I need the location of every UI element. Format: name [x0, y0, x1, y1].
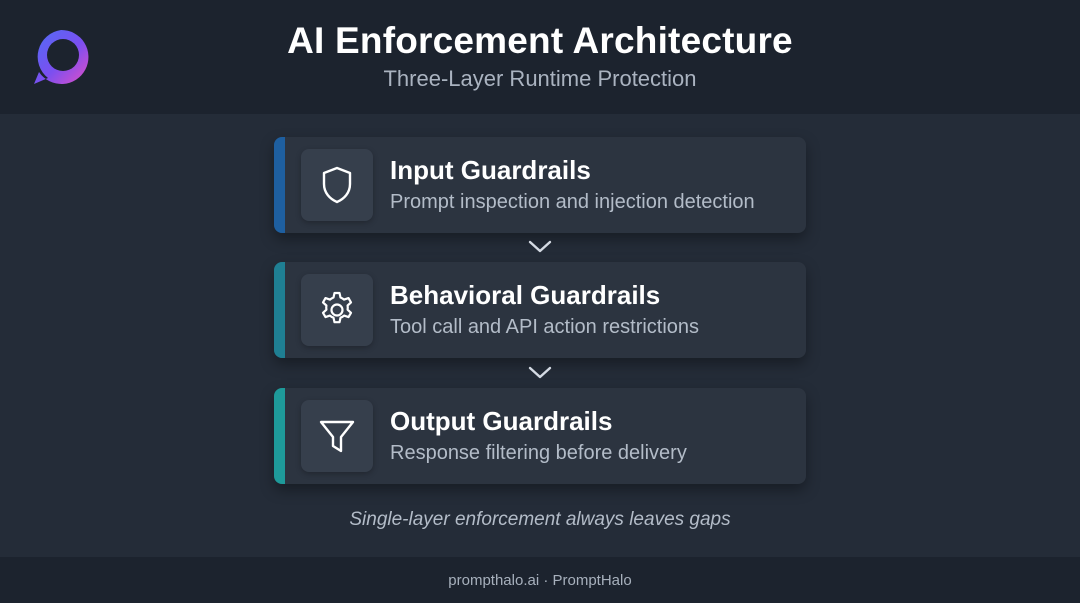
- layer-accent-bar: [274, 262, 285, 358]
- page-title: AI Enforcement Architecture: [287, 20, 793, 61]
- page-subtitle: Three-Layer Runtime Protection: [383, 66, 697, 91]
- header-band: AI Enforcement Architecture Three-Layer …: [0, 0, 1080, 114]
- layer-card-behavioral-guardrails: Behavioral Guardrails Tool call and API …: [274, 262, 806, 358]
- gear-icon: [321, 291, 353, 324]
- layer-description: Prompt inspection and injection detectio…: [390, 191, 755, 213]
- layer-description: Response filtering before delivery: [390, 442, 687, 464]
- layer-title: Input Guardrails: [390, 155, 591, 185]
- chevron-down-icon: [528, 366, 552, 379]
- layer-title: Behavioral Guardrails: [390, 280, 661, 310]
- layer-card-input-guardrails: Input Guardrails Prompt inspection and i…: [274, 137, 806, 233]
- chevron-down-icon: [528, 240, 552, 253]
- layer-icon-box: [301, 274, 373, 346]
- prompthalo-logo-icon: [34, 29, 89, 84]
- shield-icon: [322, 166, 352, 204]
- layer-accent-bar: [274, 388, 285, 484]
- layer-accent-bar: [274, 137, 285, 233]
- layer-icon-box: [301, 400, 373, 472]
- layer-card-output-guardrails: Output Guardrails Response filtering bef…: [274, 388, 806, 484]
- filter-icon: [319, 420, 355, 453]
- footer-band: prompthalo.ai · PromptHalo: [0, 557, 1080, 603]
- footer-text: prompthalo.ai · PromptHalo: [448, 572, 632, 589]
- tagline: Single-layer enforcement always leaves g…: [349, 509, 731, 530]
- layer-title: Output Guardrails: [390, 406, 613, 436]
- layer-icon-box: [301, 149, 373, 221]
- layer-description: Tool call and API action restrictions: [390, 316, 700, 338]
